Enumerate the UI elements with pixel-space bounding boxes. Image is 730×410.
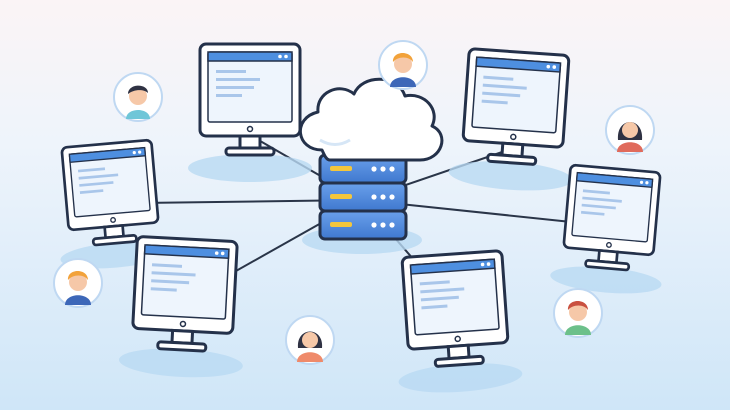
user-avatar-icon — [553, 288, 603, 338]
monitor-icon — [116, 234, 251, 382]
cloud-icon — [299, 77, 444, 162]
user-avatar-icon — [605, 105, 655, 155]
monitor-icon — [446, 46, 583, 196]
server-rack-icon — [302, 153, 422, 254]
monitor-icon — [186, 42, 314, 184]
user-avatar-icon — [53, 258, 103, 308]
user-avatar-icon — [378, 40, 428, 90]
user-avatar-icon — [113, 72, 163, 122]
monitor-icon — [388, 248, 525, 398]
user-avatar-icon — [285, 315, 335, 365]
